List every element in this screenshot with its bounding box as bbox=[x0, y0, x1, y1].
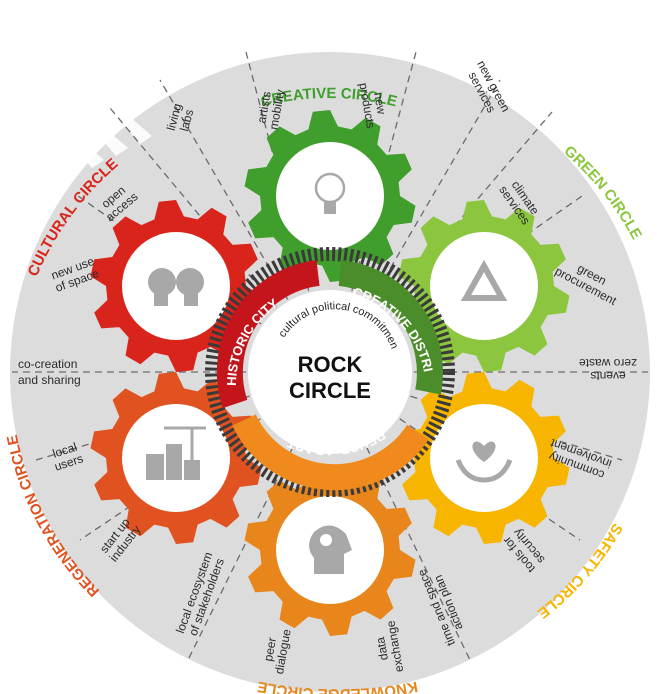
svg-text:co-creation: co-creation bbox=[18, 357, 77, 371]
svg-text:peer: peer bbox=[261, 636, 279, 662]
svg-text:mobility: mobility bbox=[266, 88, 287, 131]
label-artists-mobility: artists mobility bbox=[254, 88, 287, 131]
svg-text:new: new bbox=[371, 91, 389, 115]
label-living-labs: living labs bbox=[164, 102, 196, 133]
label-zero-waste-events: events zero waste bbox=[579, 356, 637, 383]
svg-text:events: events bbox=[590, 369, 625, 383]
gear-regeneration bbox=[90, 372, 262, 544]
lightbulb-icon bbox=[314, 172, 346, 214]
center-title-line1: ROCK bbox=[298, 352, 363, 377]
svg-text:labs: labs bbox=[177, 108, 196, 133]
gear-hub-creative bbox=[276, 142, 384, 250]
center-disc bbox=[248, 290, 412, 454]
svg-text:data: data bbox=[373, 636, 391, 662]
gear-knowledge bbox=[244, 464, 416, 636]
head-gears-icon bbox=[309, 525, 352, 574]
inner-ring bbox=[216, 260, 443, 491]
heart-hands-icon bbox=[455, 441, 513, 483]
chevron-arrows-icon bbox=[60, 76, 152, 168]
svg-text:zero waste: zero waste bbox=[579, 356, 637, 370]
city-skyline-ring bbox=[205, 247, 455, 497]
center-title-line2: CIRCLE bbox=[289, 378, 371, 403]
svg-text:living: living bbox=[164, 102, 185, 132]
gear-creative bbox=[244, 110, 416, 282]
label-co-creation: co-creation and sharing bbox=[18, 357, 81, 387]
city-crane-icon bbox=[146, 426, 206, 480]
gear-hub-cultural bbox=[122, 232, 230, 340]
gear-hub-green bbox=[430, 232, 538, 340]
svg-text:and sharing: and sharing bbox=[18, 373, 81, 387]
heads-exchange-icon bbox=[148, 268, 204, 306]
svg-text:artists: artists bbox=[254, 90, 273, 124]
recycle-icon bbox=[460, 259, 508, 301]
